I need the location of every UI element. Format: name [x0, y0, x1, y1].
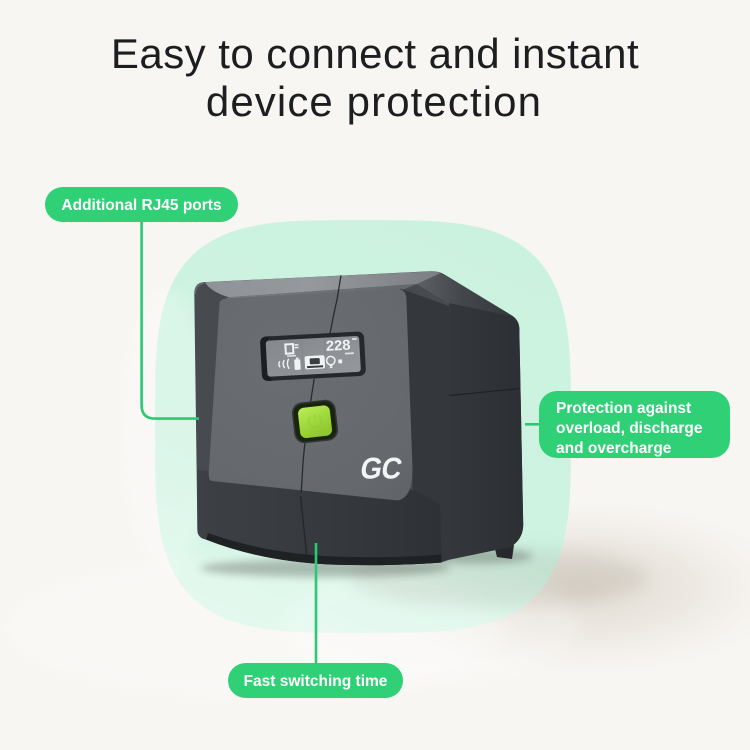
svg-text:Easy to connect and instant: Easy to connect and instant	[111, 30, 639, 77]
svg-text:228: 228	[325, 338, 351, 356]
svg-text:Fast switching time: Fast switching time	[244, 673, 388, 690]
svg-text:Additional RJ45 ports: Additional RJ45 ports	[61, 197, 221, 214]
svg-text:device protection: device protection	[206, 78, 542, 125]
svg-text:Protection against: Protection against	[556, 400, 691, 417]
svg-text:overload, discharge: overload, discharge	[556, 420, 703, 437]
svg-text:GC: GC	[358, 453, 405, 486]
svg-text:and overcharge: and overcharge	[556, 440, 672, 457]
